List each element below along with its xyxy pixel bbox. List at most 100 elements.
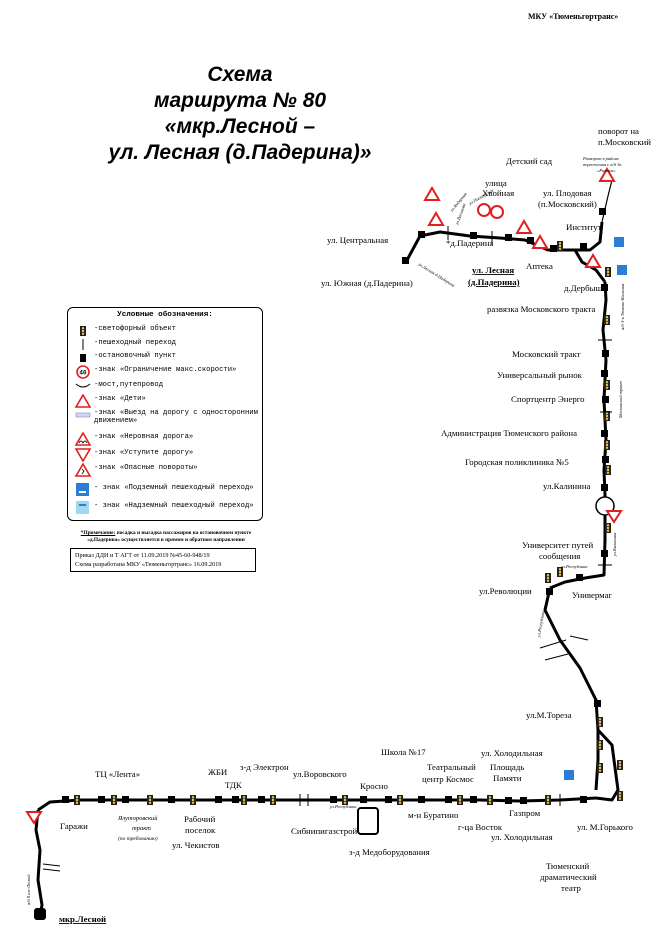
street-moskovsky-small: Московский тракт bbox=[618, 380, 623, 419]
stop-institut bbox=[580, 243, 587, 250]
label-yalutor-3: (по требованию) bbox=[118, 835, 158, 842]
route-line-west bbox=[34, 809, 44, 917]
legend-row-traffic-light: -светофорный объект bbox=[74, 324, 260, 338]
overpass-sign-icon bbox=[76, 501, 89, 514]
legend-row-crossing: -пешеходный переход bbox=[74, 338, 260, 352]
label-ploshad-2: Памяти bbox=[493, 773, 522, 783]
underpass-sign-south bbox=[564, 770, 574, 780]
loop-medoborudovaniya bbox=[357, 807, 379, 835]
label-kalinina: ул.Калинина bbox=[543, 481, 591, 491]
label-teatr-2: центр Космос bbox=[422, 774, 474, 784]
label-revolyutsii: ул.Революции bbox=[479, 586, 532, 596]
stop-derbyshi bbox=[601, 284, 608, 291]
stop-univ-putei bbox=[601, 550, 608, 557]
overpass-sign bbox=[617, 265, 627, 275]
label-chekistov: ул. Чекистов bbox=[172, 840, 220, 850]
legend-text: -знак «Неровная дорога» bbox=[94, 433, 194, 441]
crossing-icon bbox=[82, 339, 84, 350]
label-plodovaya-2: (п.Московский) bbox=[538, 199, 597, 209]
route-turn-line bbox=[601, 179, 613, 223]
order-line-1: Приказ ДДИ и Т АГТ от 11.09.2019 №45-60-… bbox=[75, 552, 210, 559]
legend-row-one-way: -знак «Выезд на дорогу с односторонним д… bbox=[74, 408, 260, 425]
legend-row-stop: -остановочный пункт bbox=[74, 351, 260, 365]
label-toreza: ул.М.Тореза bbox=[526, 710, 572, 720]
label-tsentralnaya: ул. Центральная bbox=[327, 235, 388, 245]
legend-text: -знак «Ограничение макс.скорости» bbox=[94, 366, 237, 374]
label-rabochiy-2: поселок bbox=[185, 825, 216, 835]
note: *Примечание: посадка и высадка пассажиро… bbox=[60, 530, 272, 543]
label-lesnaya-1: ул. Лесная bbox=[472, 265, 514, 275]
title-line-4: ул. Лесная (д.Падерина)» bbox=[108, 141, 372, 164]
note-text-1: посадка и высадка пассажиров на останово… bbox=[116, 530, 252, 536]
label-admin: Администрация Тюменского района bbox=[441, 428, 577, 438]
stop-teatr bbox=[445, 796, 452, 803]
organization-label: МКУ «Тюменьгортранс» bbox=[528, 12, 619, 21]
speed-limit-value: 40 bbox=[79, 370, 87, 377]
label-plodovaya-1: ул. Плодовая bbox=[543, 188, 592, 198]
street-dom-kolhoz: а/д 8 км-Лесной bbox=[26, 874, 31, 905]
label-elektron: з-д Электрон bbox=[240, 762, 289, 772]
legend-text: - знак «Подземный пешеходный переход» bbox=[94, 484, 254, 492]
stop-khvoinaya bbox=[505, 234, 512, 241]
underpass-sign-icon bbox=[76, 483, 89, 496]
dangerous-turns-sign-icon bbox=[74, 463, 92, 477]
label-univ-putei-1: Университет путей bbox=[522, 540, 594, 550]
road-signs bbox=[26, 168, 627, 824]
label-paderina: *д.Падерина bbox=[446, 238, 494, 248]
speed-limit-icon: 40 bbox=[76, 365, 90, 379]
stop-yalutor bbox=[122, 796, 129, 803]
label-institut: Институт bbox=[566, 222, 602, 232]
label-medobor: з-д Медоборудования bbox=[349, 847, 430, 857]
label-garazhi: Гаражи bbox=[60, 821, 88, 831]
label-khvoinaya-1: улица bbox=[485, 178, 507, 188]
terminal-mkr-lesnoy bbox=[34, 908, 46, 920]
legend-row-rough-road: -знак «Неровная дорога» bbox=[74, 432, 260, 446]
stop-revolyutsii bbox=[546, 588, 553, 595]
legend-text: -пешеходный переход bbox=[94, 339, 176, 347]
label-krosno: Кросно bbox=[360, 781, 388, 791]
legend-row-children: -знак «Дети» bbox=[74, 394, 260, 408]
label-univermag: Универмаг bbox=[572, 590, 613, 600]
label-poliklinika: Городская поликлиника №5 bbox=[465, 457, 569, 467]
label-lenta: ТЦ «Лента» bbox=[95, 769, 140, 779]
station-labels: поворот на п.Московский Разворот в район… bbox=[59, 126, 651, 924]
legend-row-dangerous-turns: -знак «Опасные повороты» bbox=[74, 463, 260, 477]
legend-row-overpass: - знак «Надземный пешеходный переход» bbox=[74, 501, 260, 515]
legend-text: -знак «Дети» bbox=[94, 395, 146, 403]
title-line-1: Схема bbox=[207, 63, 273, 86]
railway-bridge bbox=[42, 635, 589, 872]
rough-road-sign-icon bbox=[74, 432, 92, 446]
street-zhd: а/д 3-я Тюмень-Коломна bbox=[620, 283, 625, 330]
stop-garazhi bbox=[62, 796, 69, 803]
label-ploshad-1: Площадь bbox=[490, 762, 524, 772]
label-teatr-1: Театральный bbox=[427, 762, 476, 772]
label-kholodilnaya-top: ул. Холодильная bbox=[481, 748, 543, 758]
stop-rabochiy bbox=[168, 796, 175, 803]
legend-row-yield: -знак «Уступите дорогу» bbox=[74, 448, 260, 462]
street-kalinina-small: ул.Калинина bbox=[612, 532, 617, 557]
children-sign-icon bbox=[74, 394, 92, 408]
stop-yuzhnaya bbox=[402, 257, 409, 264]
label-moskovsky: Московский тракт bbox=[512, 349, 581, 359]
label-tdk: ТДК bbox=[225, 780, 242, 790]
note-prefix: *Примечание: bbox=[80, 530, 116, 536]
label-razvorot: Разворот в районе bbox=[582, 156, 619, 161]
label-yalutor-1: Ялуторовский bbox=[117, 815, 158, 822]
stop-gazprom bbox=[520, 797, 527, 804]
legend-text: -остановочный пункт bbox=[94, 352, 176, 360]
street-respublika-2: ул.Республики bbox=[536, 610, 546, 639]
legend-text: -светофорный объект bbox=[94, 325, 176, 333]
label-gazprom: Газпром bbox=[509, 808, 541, 818]
label-razvorot-2: пересечения с а/д 3к bbox=[583, 162, 622, 167]
stop-toreza bbox=[594, 700, 601, 707]
traffic-light-icon bbox=[80, 326, 86, 336]
label-povorot-2: п.Московский bbox=[598, 137, 651, 147]
stop-rynok bbox=[601, 370, 608, 377]
one-way-sign-icon bbox=[75, 412, 91, 418]
label-kholodilnaya-bottom: ул. Холодильная bbox=[491, 832, 553, 842]
label-khvoinaya-2: Хвойная bbox=[482, 188, 514, 198]
label-dramteatr-3: театр bbox=[561, 883, 581, 893]
label-vorovskogo: ул.Воровского bbox=[293, 769, 347, 779]
label-razvorot-3: «Рычков» bbox=[597, 168, 616, 173]
